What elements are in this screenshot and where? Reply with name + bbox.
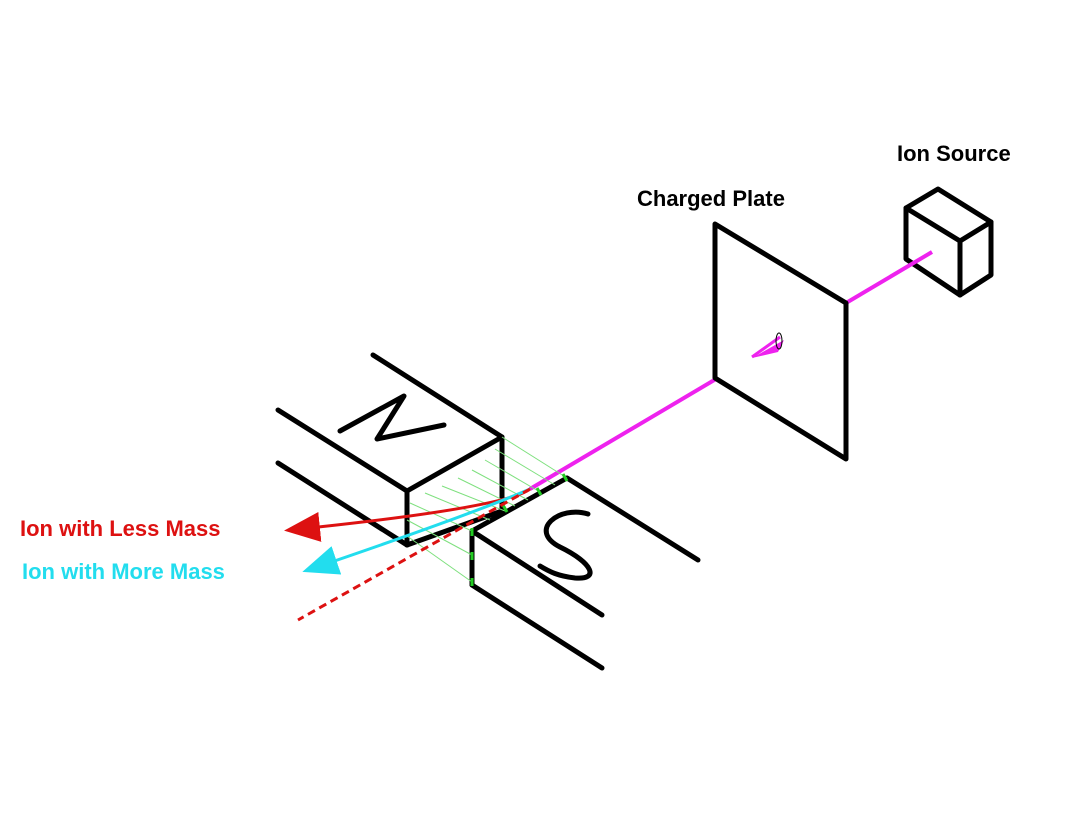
south-pole-letter (537, 509, 593, 581)
undeflected-path (297, 487, 531, 622)
ion-paths (284, 487, 531, 622)
charged-plate (712, 221, 849, 462)
more-mass-label: Ion with More Mass (22, 559, 225, 584)
north-magnet (275, 352, 505, 548)
cursor-mark (775, 332, 783, 350)
ion-source-cube (903, 186, 994, 298)
south-magnet (469, 475, 701, 671)
north-pole-letter (337, 393, 447, 442)
magnetic-field-lines (406, 436, 569, 586)
ion-source-label: Ion Source (897, 141, 1011, 166)
charged-plate-label: Charged Plate (637, 186, 785, 211)
less-mass-label: Ion with Less Mass (20, 516, 221, 541)
ion-beam (528, 250, 934, 491)
more-mass-path (302, 487, 531, 575)
